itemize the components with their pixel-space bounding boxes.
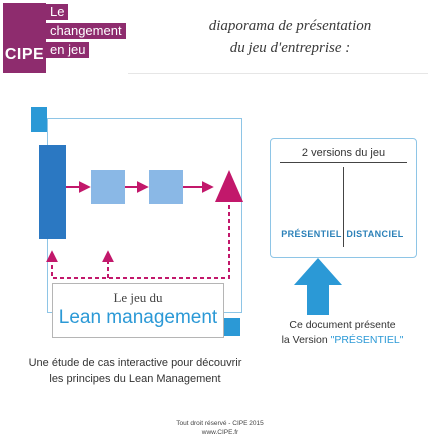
logo-tagline-line-1: Le xyxy=(46,4,69,20)
note-line-2-prefix: la Version xyxy=(281,334,331,346)
process-step-1 xyxy=(91,170,125,204)
game-description: Une étude de cas interactive pour découv… xyxy=(20,355,250,387)
footer-copyright: Tout droit réservé - CIPE 2015 xyxy=(176,420,264,427)
note-version-name: "PRÉSENTIEL" xyxy=(330,334,404,346)
footer: Tout droit réservé - CIPE 2015 www.CIPE.… xyxy=(120,419,320,437)
process-step-2 xyxy=(149,170,183,204)
frame-corner-accent xyxy=(31,107,47,132)
logo-block xyxy=(3,3,46,73)
game-title-prefix: Le jeu du xyxy=(113,290,163,305)
versions-title: 2 versions du jeu xyxy=(301,147,386,159)
version-presentiel-label: Présentiel xyxy=(281,229,342,239)
header-divider xyxy=(128,73,428,74)
note-line-2: la Version "PRÉSENTIEL" xyxy=(270,333,415,348)
subtitle-line-2: du jeu d'entreprise : xyxy=(229,40,351,56)
version-distanciel-label: Distanciel xyxy=(346,229,404,239)
subtitle-line-1: diaporama de présentation xyxy=(208,18,372,34)
versions-divider xyxy=(343,167,344,247)
card-accent-bar xyxy=(224,318,240,336)
logo-tagline: Le changement en jeu xyxy=(46,3,126,59)
feedback-loop xyxy=(46,205,230,279)
page-subtitle: diaporama de présentation du jeu d'entre… xyxy=(160,15,420,59)
game-title: Lean management xyxy=(58,307,218,328)
logo-tagline-line-2: changement xyxy=(46,23,126,39)
process-end-triangle xyxy=(215,170,243,202)
logo-brand: CIPE xyxy=(4,46,45,63)
note-line-1: Ce document présente xyxy=(289,319,396,331)
process-start-bar xyxy=(39,145,66,239)
game-title-card: Le jeu du Lean management xyxy=(52,283,224,338)
up-arrow xyxy=(294,258,342,315)
versions-title-rule xyxy=(280,162,407,163)
logo-tagline-line-3: en jeu xyxy=(46,42,90,58)
description-line-1: Une étude de cas interactive pour découv… xyxy=(28,357,242,369)
version-note: Ce document présente la Version "PRÉSENT… xyxy=(270,318,415,348)
description-line-2: les principes du Lean Management xyxy=(49,373,221,385)
footer-website: www.CIPE.fr xyxy=(201,429,239,436)
